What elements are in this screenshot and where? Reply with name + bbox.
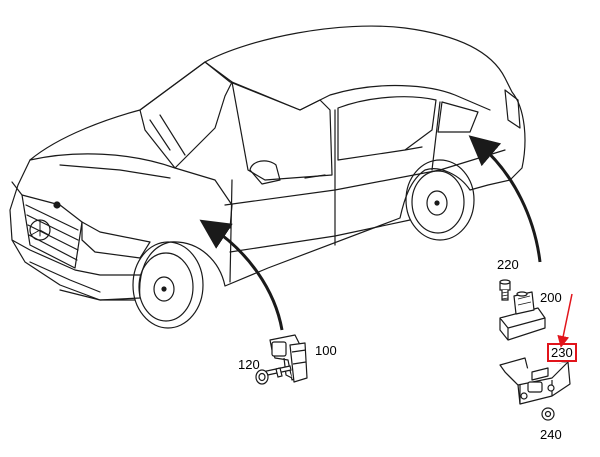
label-part-100: 100 xyxy=(315,343,337,358)
callout-arrows xyxy=(199,135,542,331)
arrow-rear-sensor xyxy=(468,135,542,263)
car-illustration xyxy=(9,25,526,329)
front-door-window xyxy=(231,81,333,181)
front-wheel xyxy=(132,241,204,329)
label-part-240: 240 xyxy=(540,427,562,442)
front-bumper xyxy=(11,239,141,293)
front-grille xyxy=(21,194,83,269)
quarter-window xyxy=(437,101,479,133)
hood xyxy=(29,153,233,229)
car-body-outline xyxy=(9,25,526,301)
part-120-bolt xyxy=(255,365,292,385)
part-230-bracket xyxy=(499,357,571,405)
arrow-front-sensor xyxy=(199,219,284,331)
part-100-sensor xyxy=(269,334,308,383)
highlight-arrow xyxy=(557,293,573,348)
windshield xyxy=(139,61,233,169)
label-part-230-highlighted: 230 xyxy=(547,343,577,362)
label-part-120: 120 xyxy=(238,357,260,372)
part-200-sensor xyxy=(499,291,546,341)
label-part-220: 220 xyxy=(497,257,519,272)
rear-wheel xyxy=(405,159,475,241)
headlight xyxy=(81,221,151,259)
label-part-200: 200 xyxy=(540,290,562,305)
rear-door-window xyxy=(337,96,437,161)
side-mirror xyxy=(249,160,281,185)
part-240-nut xyxy=(541,407,555,421)
part-220-screw xyxy=(499,279,511,301)
